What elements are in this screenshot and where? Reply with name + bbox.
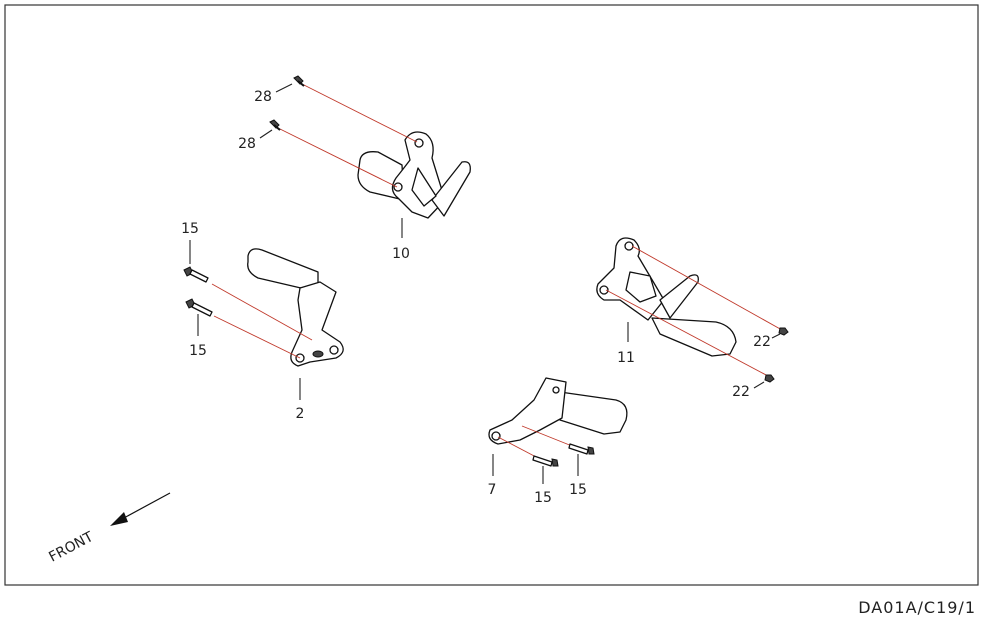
- callout-22-b: 22: [732, 384, 750, 400]
- callout-2: 2: [296, 406, 305, 422]
- callout-15-c: 15: [534, 490, 552, 506]
- diagram-frame: [4, 4, 979, 586]
- bolt-28-upper: [293, 75, 305, 87]
- callout-28-lower: 28: [238, 136, 256, 152]
- part-2-footrest-bracket: [247, 248, 344, 367]
- part-10-footrest-bracket: [357, 131, 471, 219]
- bolt-15-lower-right: [532, 455, 559, 467]
- leader-15b: [213, 315, 301, 359]
- callout-11: 11: [617, 350, 635, 366]
- callout-15-d: 15: [569, 482, 587, 498]
- bolt-22-upper: [778, 327, 789, 336]
- callout-22-a: 22: [753, 334, 771, 350]
- leader-15a: [211, 283, 313, 341]
- leader-22a: [631, 245, 783, 331]
- bolt-28-lower: [269, 119, 281, 131]
- leader-15d: [521, 425, 573, 447]
- part-11-footrest-bracket: [596, 237, 737, 357]
- callout-15-a: 15: [181, 221, 199, 237]
- bolt-15-upper-left: [183, 266, 209, 283]
- bolt-15-lower-left: [185, 298, 213, 317]
- bolt-15-upper-right: [568, 443, 595, 455]
- front-direction-arrow: [110, 492, 171, 526]
- callout-10: 10: [392, 246, 410, 262]
- callout-28-upper: 28: [254, 89, 272, 105]
- callout-leaders: [189, 83, 781, 484]
- drawing-code: DA01A/C19/1: [858, 598, 976, 617]
- callout-15-b: 15: [189, 343, 207, 359]
- part-7-footrest-bracket: [488, 377, 628, 445]
- callout-7: 7: [488, 482, 497, 498]
- leader-15c: [497, 436, 539, 459]
- front-label: FRONT: [46, 529, 96, 566]
- leader-28a: [301, 83, 418, 143]
- bolt-22-lower: [764, 374, 775, 383]
- leader-22b: [605, 289, 769, 377]
- leader-28b: [277, 127, 398, 188]
